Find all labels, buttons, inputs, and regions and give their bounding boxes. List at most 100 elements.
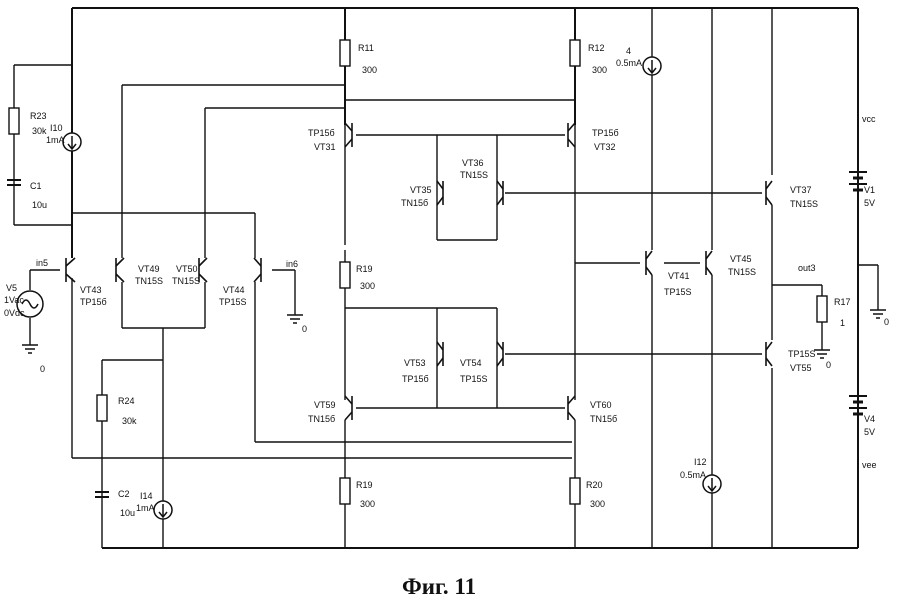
value-r19-low: 300 bbox=[360, 499, 375, 509]
label-vt43: VT43 bbox=[80, 285, 102, 295]
label-vt53: VT53 bbox=[404, 358, 426, 368]
label-v5: V5 bbox=[6, 283, 17, 293]
value-v4: 5V bbox=[864, 427, 875, 437]
battery-v1 bbox=[849, 171, 867, 192]
transistor-vt32 bbox=[567, 122, 576, 148]
value-r17: 1 bbox=[840, 318, 845, 328]
label-ground-in6: 0 bbox=[302, 324, 307, 334]
resistor-r24 bbox=[96, 394, 108, 422]
transistor-vt49 bbox=[115, 257, 125, 283]
label-vt35-type: TN15б bbox=[401, 198, 428, 208]
transistor-vt60 bbox=[567, 395, 576, 421]
label-vt50: VT50 bbox=[176, 264, 198, 274]
ground-in6-icon bbox=[287, 314, 303, 324]
label-vt31: VT31 bbox=[314, 142, 336, 152]
value-i12: 0.5mA bbox=[680, 470, 706, 480]
label-i12: I12 bbox=[694, 457, 707, 467]
label-vt36: VT36 bbox=[462, 158, 484, 168]
value-r24: 30k bbox=[122, 416, 137, 426]
label-v4: V4 bbox=[864, 414, 875, 424]
label-vt37-type: TN15S bbox=[790, 199, 818, 209]
value-v5-dc: 0Vdc bbox=[4, 308, 25, 318]
label-r11: R11 bbox=[358, 43, 374, 53]
value-i14: 1mA bbox=[136, 503, 155, 513]
transistor-vt36 bbox=[496, 180, 504, 206]
label-vt32: VT32 bbox=[594, 142, 616, 152]
transistor-vt55 bbox=[765, 341, 773, 367]
value-i4: 0.5mA bbox=[616, 58, 642, 68]
label-vt32-type: TP15б bbox=[592, 128, 619, 138]
value-c2: 10u bbox=[120, 508, 135, 518]
ground-supply-icon bbox=[870, 309, 886, 319]
transistor-vt44 bbox=[253, 257, 262, 283]
label-v1: V1 bbox=[864, 185, 875, 195]
transistor-vt59 bbox=[344, 395, 353, 421]
label-i14: I14 bbox=[140, 491, 153, 501]
label-vt31-type: TP15б bbox=[308, 128, 335, 138]
value-r12: 300 bbox=[592, 65, 607, 75]
figure-caption: Фиг. 11 bbox=[402, 574, 476, 599]
label-vt49: VT49 bbox=[138, 264, 160, 274]
transistor-vt35 bbox=[436, 180, 444, 206]
battery-v4 bbox=[849, 395, 867, 416]
label-r12: R12 bbox=[588, 43, 605, 53]
label-r17: R17 bbox=[834, 297, 851, 307]
label-ground-supply: 0 bbox=[884, 317, 889, 327]
label-vt43-type: TP15б bbox=[80, 297, 107, 307]
transistor-vt45 bbox=[705, 250, 713, 276]
label-r19-mid: R19 bbox=[356, 264, 373, 274]
label-in5: in5 bbox=[36, 258, 48, 268]
grounds bbox=[22, 309, 886, 359]
transistor-vt31 bbox=[344, 122, 353, 148]
transistor-vt43 bbox=[65, 257, 76, 283]
resistor-r12 bbox=[569, 39, 581, 67]
label-vt54-type: TP15S bbox=[460, 374, 488, 384]
value-i10: 1mA bbox=[46, 135, 65, 145]
label-vt41-type: TP15S bbox=[664, 287, 692, 297]
label-r19-low: R19 bbox=[356, 480, 373, 490]
wiring bbox=[13, 7, 879, 549]
value-r20: 300 bbox=[590, 499, 605, 509]
label-r23: R23 bbox=[30, 111, 47, 121]
label-vt54: VT54 bbox=[460, 358, 482, 368]
value-r11: 300 bbox=[362, 65, 377, 75]
label-vt35: VT35 bbox=[410, 185, 432, 195]
transistor-vt41 bbox=[645, 250, 653, 276]
ac-source-v5 bbox=[16, 290, 44, 318]
resistor-r17 bbox=[816, 295, 828, 323]
label-ground-r17: 0 bbox=[826, 360, 831, 370]
label-vt45-type: TN15S bbox=[728, 267, 756, 277]
label-out3: out3 bbox=[798, 263, 816, 273]
label-vt53-type: TP15б bbox=[402, 374, 429, 384]
capacitors bbox=[7, 179, 109, 498]
resistor-r19-low bbox=[339, 477, 351, 505]
batteries bbox=[849, 171, 867, 416]
label-r20: R20 bbox=[586, 480, 603, 490]
transistor-vt53 bbox=[436, 341, 444, 367]
resistor-r19-mid bbox=[339, 261, 351, 289]
resistors bbox=[8, 39, 828, 505]
value-v5-ac: 1Vac bbox=[4, 295, 24, 305]
value-r19-mid: 300 bbox=[360, 281, 375, 291]
label-c2: C2 bbox=[118, 489, 130, 499]
label-r24: R24 bbox=[118, 396, 135, 406]
current-source-i14 bbox=[153, 500, 173, 520]
label-vt55: VT55 bbox=[790, 363, 812, 373]
label-vt60-type: TN15б bbox=[590, 414, 617, 424]
label-vee: vee bbox=[862, 460, 877, 470]
label-i10: I10 bbox=[50, 123, 63, 133]
current-source-i10 bbox=[62, 132, 82, 152]
label-vt59: VT59 bbox=[314, 400, 336, 410]
label-vt50-type: TN15S bbox=[172, 276, 200, 286]
label-vt60: VT60 bbox=[590, 400, 612, 410]
transistor-vt54 bbox=[496, 341, 504, 367]
value-c1: 10u bbox=[32, 200, 47, 210]
current-sources bbox=[62, 56, 722, 520]
label-in6: in6 bbox=[286, 259, 298, 269]
ground-input-icon bbox=[22, 344, 38, 354]
transistor-vt37 bbox=[765, 180, 773, 206]
label-vt45: VT45 bbox=[730, 254, 752, 264]
current-source-i12 bbox=[702, 474, 722, 494]
label-vt59-type: TN15б bbox=[308, 414, 335, 424]
